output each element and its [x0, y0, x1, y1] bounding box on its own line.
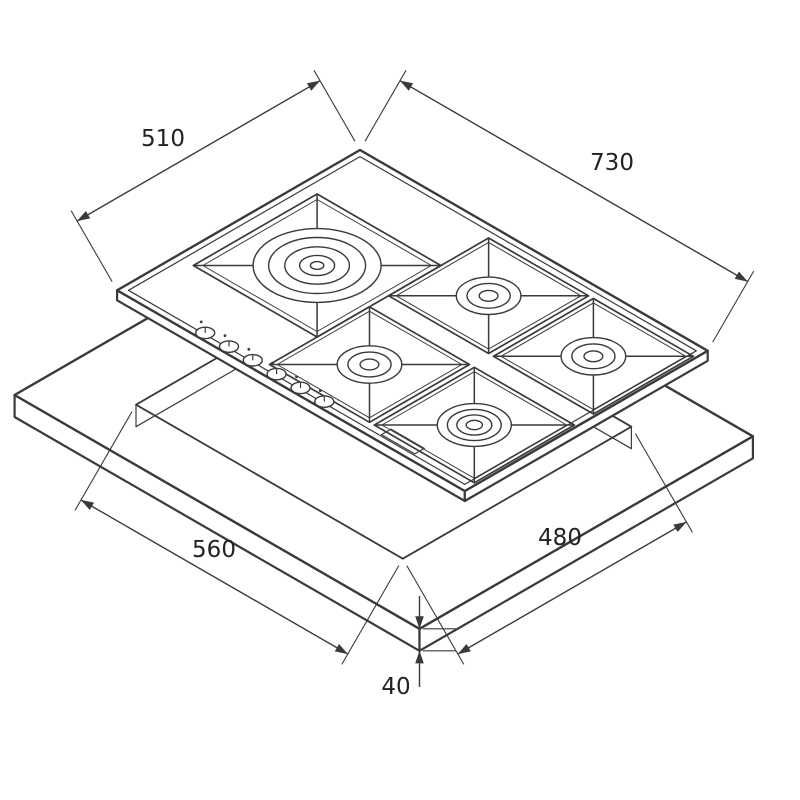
control-knob	[266, 361, 287, 381]
dimension-worktop-thickness: 40	[381, 596, 456, 700]
control-knob	[242, 347, 264, 367]
burner-front-center	[336, 345, 403, 384]
hob	[115, 148, 709, 503]
grate-front-center	[268, 305, 471, 424]
grate-back-right	[492, 297, 695, 415]
dimension-label-worktop-thickness: 40	[381, 674, 410, 700]
dimension-label-hob-depth: 510	[141, 126, 185, 152]
control-knob	[314, 389, 335, 408]
grate-front-right	[373, 366, 576, 484]
dimension-cutout-width: 560	[74, 411, 400, 665]
dimension-label-cutout-depth: 480	[538, 525, 582, 551]
burner-wok	[252, 227, 382, 304]
dimension-cutout-depth: 480	[406, 433, 693, 665]
hob-rim	[127, 156, 697, 485]
control-knob	[194, 320, 216, 340]
hob-top-surface	[115, 148, 709, 493]
control-knob	[290, 375, 311, 395]
burner-front-right	[436, 402, 512, 448]
brand-logo	[380, 428, 425, 455]
dimension-hob-width: 730	[364, 70, 755, 343]
control-knob	[218, 334, 240, 353]
dimension-label-cutout-width: 560	[192, 537, 236, 563]
dimension-hob-depth: 510	[70, 70, 356, 282]
burner-back-right	[560, 336, 627, 376]
control-panel	[194, 320, 335, 408]
dimension-label-hob-width: 730	[590, 150, 634, 176]
